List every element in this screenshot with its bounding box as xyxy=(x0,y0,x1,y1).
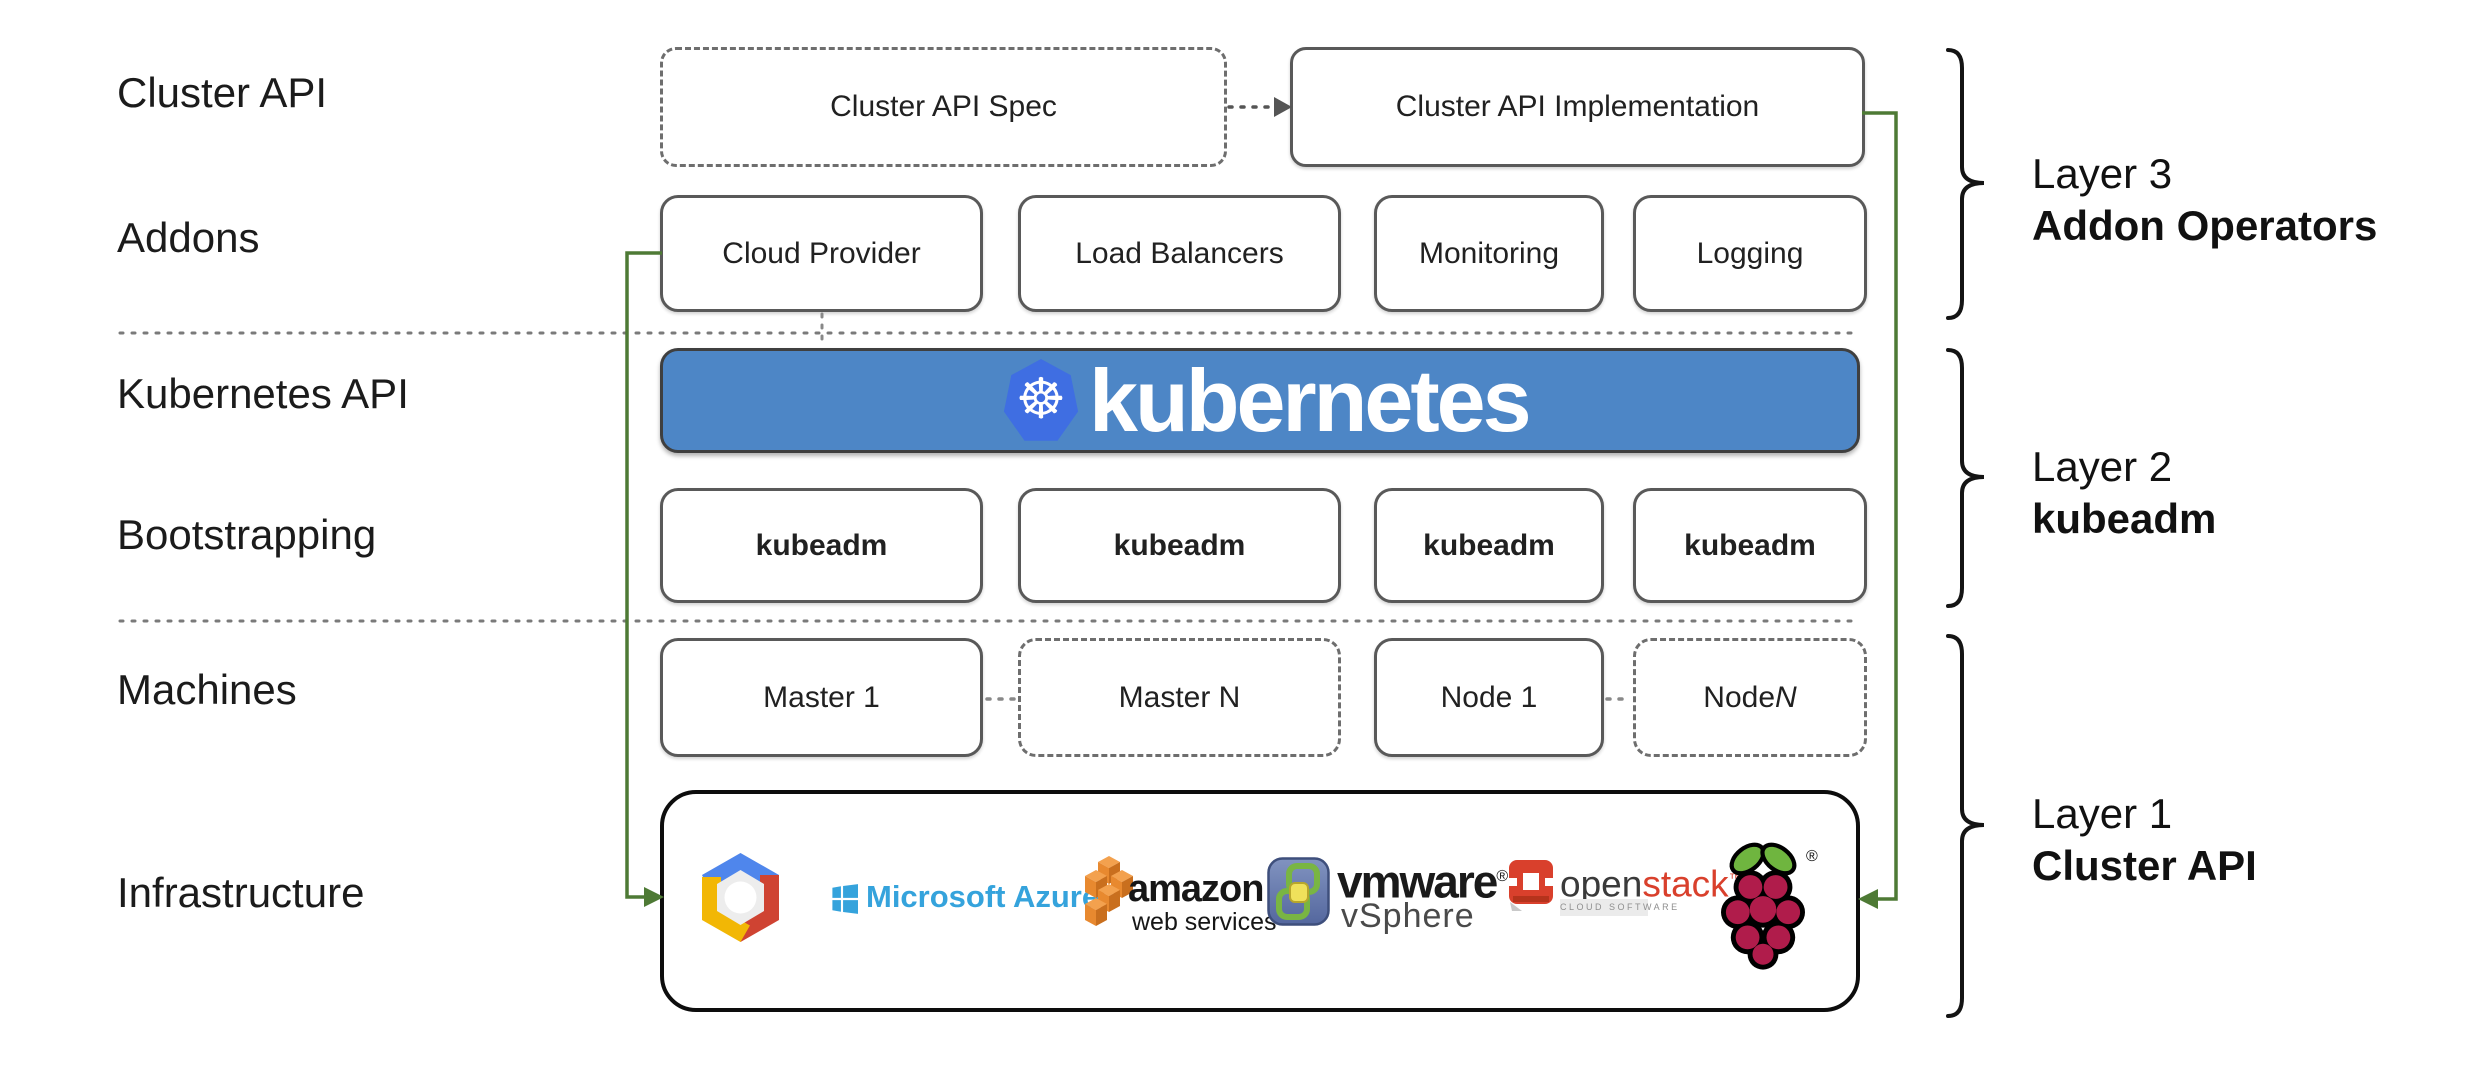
machine-label: Node xyxy=(1703,680,1776,714)
row-label-cluster-api: Cluster API xyxy=(117,69,328,116)
machine-box-master-1: Master 1 xyxy=(660,638,983,757)
cluster-api-spec-label: Cluster API Spec xyxy=(830,90,1057,123)
kubernetes-logo-icon: ☸ xyxy=(1003,359,1079,441)
addon-box-load-balancers: Load Balancers xyxy=(1018,195,1341,312)
addon-box-cloud-provider: Cloud Provider xyxy=(660,195,983,312)
layer-2-line1: Layer 2 xyxy=(2032,443,2173,490)
addon-box-monitoring: Monitoring xyxy=(1374,195,1604,312)
cloud-provider-to-infrastructure-connector xyxy=(625,251,662,899)
row-label-bootstrapping: Bootstrapping xyxy=(117,511,377,558)
vmware-label-text: vmware xyxy=(1337,855,1498,908)
row-label-kubernetes-api: Kubernetes API xyxy=(117,370,409,417)
addon-label: Load Balancers xyxy=(1075,236,1284,270)
cluster-api-spec-box: Cluster API Spec xyxy=(660,47,1227,167)
openstack-label-stack: stack xyxy=(1642,863,1729,905)
kubeadm-label: kubeadm xyxy=(1113,528,1246,562)
kubeadm-label: kubeadm xyxy=(755,528,888,562)
machine-label: Node 1 xyxy=(1440,680,1538,714)
machine-label: Master 1 xyxy=(763,680,880,714)
kubeadm-label: kubeadm xyxy=(1684,528,1816,562)
addon-label: Logging xyxy=(1696,236,1804,270)
kubeadm-box-4: kubeadm xyxy=(1633,488,1867,603)
right-green-arrowhead-icon xyxy=(1858,889,1878,909)
layer-3-brace xyxy=(1946,48,1985,320)
microsoft-azure-label: Microsoft Azure xyxy=(866,879,1100,914)
addon-label: Cloud Provider xyxy=(722,236,921,270)
raspberry-pi-reg-mark: ® xyxy=(1806,848,1818,865)
implementation-to-infrastructure-connector xyxy=(1862,111,1898,901)
vmware-sublabel: vSphere xyxy=(1341,897,1475,935)
machine-label: Master N xyxy=(1118,680,1241,714)
layer-1-line2: Cluster API xyxy=(2032,842,2257,889)
kubeadm-box-1: kubeadm xyxy=(660,488,983,603)
infrastructure-box xyxy=(660,790,1860,1012)
row-label-addons: Addons xyxy=(117,214,260,261)
machine-label-suffix: N xyxy=(1775,680,1797,714)
layer-3-line2: Addon Operators xyxy=(2032,202,2378,249)
vmware-reg-mark: ® xyxy=(1496,868,1508,885)
kubeadm-label: kubeadm xyxy=(1423,528,1555,562)
cluster-api-implementation-box: Cluster API Implementation xyxy=(1290,47,1865,167)
kubeadm-box-3: kubeadm xyxy=(1374,488,1604,603)
raspberry-pi-icon xyxy=(1721,842,1805,970)
cluster-api-implementation-label: Cluster API Implementation xyxy=(1395,90,1760,123)
kubernetes-wheel-icon: ☸ xyxy=(1015,367,1067,432)
layer-2-line2: kubeadm xyxy=(2032,495,2217,542)
layer-1-line1: Layer 1 xyxy=(2032,790,2173,837)
google-cloud-icon xyxy=(702,853,779,942)
machine-box-node-1: Node 1 xyxy=(1374,638,1604,757)
layer-2-label: Layer 2 kubeadm xyxy=(2032,441,2216,545)
row-label-infrastructure: Infrastructure xyxy=(117,869,365,916)
vmware-vsphere-icon xyxy=(1267,857,1330,926)
kubeadm-box-2: kubeadm xyxy=(1018,488,1341,603)
layer-3-line1: Layer 3 xyxy=(2032,150,2173,197)
addon-label: Monitoring xyxy=(1418,236,1560,270)
kubernetes-banner: ☸ kubernetes xyxy=(660,348,1860,453)
addon-box-logging: Logging xyxy=(1633,195,1867,312)
amazon-label: amazon xyxy=(1128,868,1264,910)
layer-1-label: Layer 1 Cluster API xyxy=(2032,788,2257,892)
amazon-sublabel: web services xyxy=(1132,908,1277,936)
layer-2-brace xyxy=(1946,348,1985,608)
vmware-label: vmware® xyxy=(1337,853,1508,908)
openstack-sublabel: CLOUD SOFTWARE xyxy=(1560,899,1677,916)
machine-box-node-n: Node N xyxy=(1633,638,1867,757)
machine-box-master-n: Master N xyxy=(1018,638,1341,757)
kubernetes-wordmark: kubernetes xyxy=(1089,351,1532,450)
openstack-label: openstack™ xyxy=(1560,858,1743,904)
layer-1-brace xyxy=(1946,634,1985,1018)
row-label-machines: Machines xyxy=(117,666,297,713)
microsoft-azure-icon xyxy=(832,884,858,914)
openstack-icon xyxy=(1507,860,1555,911)
openstack-label-open: open xyxy=(1560,863,1643,905)
layer-3-label: Layer 3 Addon Operators xyxy=(2032,148,2377,252)
